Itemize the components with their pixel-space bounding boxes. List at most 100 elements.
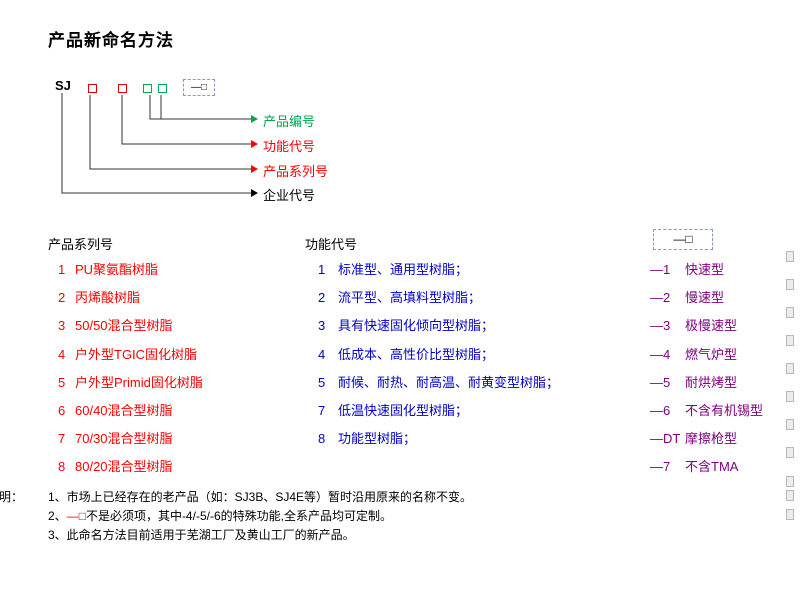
list-item: 4 户外型TGIC固化树脂	[58, 341, 203, 369]
item-code: 7	[318, 402, 326, 418]
product-digit-box-1	[143, 84, 152, 93]
list-item: 2 丙烯酸树脂	[58, 284, 203, 312]
product-digit-box-2	[158, 84, 167, 93]
list-item: 7 低温快速固化型树脂；	[318, 397, 559, 425]
item-code: 8	[58, 459, 66, 475]
item-code: 4	[58, 346, 66, 362]
item-code: —7	[650, 459, 671, 475]
item-label: 低成本、高性价比型树脂；	[338, 346, 495, 362]
series-digit-box	[88, 84, 97, 93]
item-code: 2	[318, 290, 326, 306]
right-edge-artifact	[786, 419, 794, 430]
item-code: —4	[650, 346, 671, 362]
note-2-prefix: 2、	[48, 509, 67, 523]
item-label: 丙烯酸树脂	[75, 290, 141, 306]
series-column-header: 产品系列号	[48, 237, 114, 252]
item-label: 80/20混合型树脂	[75, 459, 173, 475]
item-code: 5	[318, 374, 326, 390]
item-code: —3	[650, 318, 671, 334]
item-code: 3	[318, 318, 326, 334]
diagram-label-series-number: 产品系列号	[263, 164, 329, 179]
list-item: 8 80/20混合型树脂	[58, 453, 203, 481]
right-edge-artifact	[786, 447, 794, 458]
right-edge-artifact	[786, 307, 794, 318]
page-title: 产品新命名方法	[48, 31, 174, 50]
item-label: 70/30混合型树脂	[75, 431, 173, 447]
item-code: 1	[58, 262, 66, 277]
item-code: 2	[58, 290, 66, 306]
right-edge-artifact	[786, 476, 794, 487]
item-code: 5	[58, 374, 66, 390]
function-list: 1 标准型、通用型树脂； 2 流平型、高填料型树脂； 3 具有快速固化倾向型树脂； 4…	[318, 256, 559, 453]
item-code: —5	[650, 374, 671, 390]
list-item: —1 快速型	[650, 256, 763, 284]
function-column-header: 功能代号	[305, 237, 358, 252]
diagram-label-company-code: 企业代号	[263, 188, 316, 203]
note-2-suffix-box-ref: —□	[66, 509, 86, 523]
list-item: —7 不含TMA	[650, 453, 763, 481]
item-label: 快速型	[685, 262, 725, 277]
item-label: 功能型树脂；	[338, 431, 417, 447]
item-label: 摩擦枪型	[685, 431, 738, 447]
note-1: 1、市场上已经存在的老产品（如：SJ3B、SJ4E等）暂时沿用原来的名称不变。	[48, 490, 473, 504]
right-edge-artifact	[786, 335, 794, 346]
item-label: 流平型、高填料型树脂；	[338, 290, 482, 306]
right-edge-artifact	[786, 509, 794, 520]
item-code: —2	[650, 290, 671, 306]
right-edge-artifact	[786, 251, 794, 262]
function-digit-box	[118, 84, 127, 93]
item-label: 低温快速固化型树脂；	[338, 402, 469, 418]
note-2: 2、—□不是必须项，其中-4/-5/-6的特殊功能,全系产品均可定制。	[48, 507, 392, 524]
list-item: 1 标准型、通用型树脂；	[318, 256, 559, 284]
item-code: —DT	[650, 431, 681, 447]
suffix-column-header: —□	[653, 229, 713, 250]
right-edge-artifact	[786, 279, 794, 290]
item-code: —6	[650, 402, 671, 418]
list-item: 3 具有快速固化倾向型树脂；	[318, 312, 559, 340]
item-code: 4	[318, 346, 326, 362]
list-item: 4 低成本、高性价比型树脂；	[318, 341, 559, 369]
item-label: 60/40混合型树脂	[75, 402, 173, 418]
list-item: 8 功能型树脂；	[318, 425, 559, 453]
list-item: 3 50/50混合型树脂	[58, 312, 203, 340]
list-item: —4 燃气炉型	[650, 341, 763, 369]
diagram-label-function-code: 功能代号	[263, 139, 316, 154]
list-item: —3 极慢速型	[650, 312, 763, 340]
right-edge-artifact	[786, 490, 794, 501]
item-code: 3	[58, 318, 66, 334]
series-list: 1 PU聚氨酯树脂 2 丙烯酸树脂 3 50/50混合型树脂 4 户外型TGIC固化树脂…	[58, 256, 203, 482]
item-label: 极慢速型	[685, 318, 738, 334]
notes-label: 说明：	[0, 490, 24, 504]
item-code: 8	[318, 431, 326, 447]
item-label: 户外型TGIC固化树脂	[75, 346, 198, 362]
right-edge-artifact	[786, 391, 794, 402]
list-item: —2 慢速型	[650, 284, 763, 312]
list-item: 2 流平型、高填料型树脂；	[318, 284, 559, 312]
item-label: 耐候、耐热、耐高温、耐黄变型树脂；	[338, 374, 560, 390]
item-label: PU聚氨酯树脂	[75, 262, 159, 277]
right-edge-artifact	[786, 363, 794, 374]
item-code: 1	[318, 262, 326, 277]
diagram-label-product-number: 产品编号	[263, 114, 316, 129]
note-2-rest: 不是必须项，其中-4/-5/-6的特殊功能,全系产品均可定制。	[85, 509, 392, 523]
item-code: —1	[650, 262, 671, 277]
item-label: 具有快速固化倾向型树脂；	[338, 318, 495, 334]
note-3: 3、此命名方法目前适用于芜湖工厂及黄山工厂的新产品。	[48, 528, 355, 542]
list-item: 5 耐候、耐热、耐高温、耐黄变型树脂；	[318, 369, 559, 397]
prefix-code: SJ	[55, 78, 71, 93]
item-label: 标准型、通用型树脂；	[338, 262, 469, 277]
list-item: 7 70/30混合型树脂	[58, 425, 203, 453]
item-label: 燃气炉型	[685, 346, 738, 362]
suffix-dashed-box: —□	[183, 79, 215, 96]
item-label: 慢速型	[685, 290, 725, 306]
item-code: 7	[58, 431, 66, 447]
item-code: 6	[58, 402, 66, 418]
item-label: 不含TMA	[685, 459, 739, 475]
item-label: 50/50混合型树脂	[75, 318, 173, 334]
list-item: 1 PU聚氨酯树脂	[58, 256, 203, 284]
